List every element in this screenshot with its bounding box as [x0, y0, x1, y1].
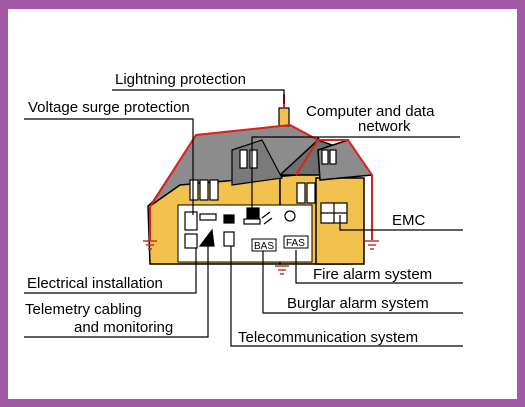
leader-telemetry — [24, 246, 209, 338]
label-telemetry-line2: and monitoring — [74, 319, 174, 336]
bas-tag-box — [251, 238, 277, 252]
leader-computer — [251, 136, 460, 208]
computer-monitor — [246, 207, 260, 219]
telephone — [223, 214, 235, 224]
fuse-box — [184, 211, 198, 231]
fas-tag-box — [283, 235, 309, 249]
leader-lines — [24, 89, 463, 347]
label-lightning-protection: Lightning protection — [115, 71, 246, 88]
label-fire-alarm-system: Fire alarm system — [313, 266, 433, 283]
leader-telecom — [230, 246, 463, 347]
label-computer-data-line2: network — [358, 118, 411, 135]
antenna-device — [198, 228, 215, 247]
leader-electrical — [24, 248, 197, 294]
leader-emc — [339, 215, 463, 231]
leader-burglar-alarm — [262, 250, 463, 314]
label-burglar-alarm-system: Burglar alarm system — [287, 295, 429, 312]
label-telemetry-line1: Telemetry cabling — [25, 301, 142, 318]
label-voltage-surge-protection: Voltage surge protection — [28, 99, 190, 116]
label-electrical-installation: Electrical installation — [27, 275, 163, 292]
chimney — [278, 107, 290, 127]
bas-tag: BAS — [254, 241, 274, 252]
label-telecommunication-system: Telecommunication system — [238, 329, 419, 346]
leader-fire-alarm — [295, 250, 463, 284]
leader-voltage-surge — [24, 118, 194, 215]
windows — [189, 149, 348, 224]
leader-lightning — [112, 89, 285, 104]
sensor — [284, 210, 296, 222]
fas-tag: FAS — [286, 238, 305, 249]
interior-devices — [184, 207, 296, 249]
earth-grounds — [143, 240, 379, 275]
meter — [184, 233, 198, 249]
label-emc: EMC — [392, 212, 426, 229]
label-computer-data-line1: Computer and data — [306, 103, 435, 120]
